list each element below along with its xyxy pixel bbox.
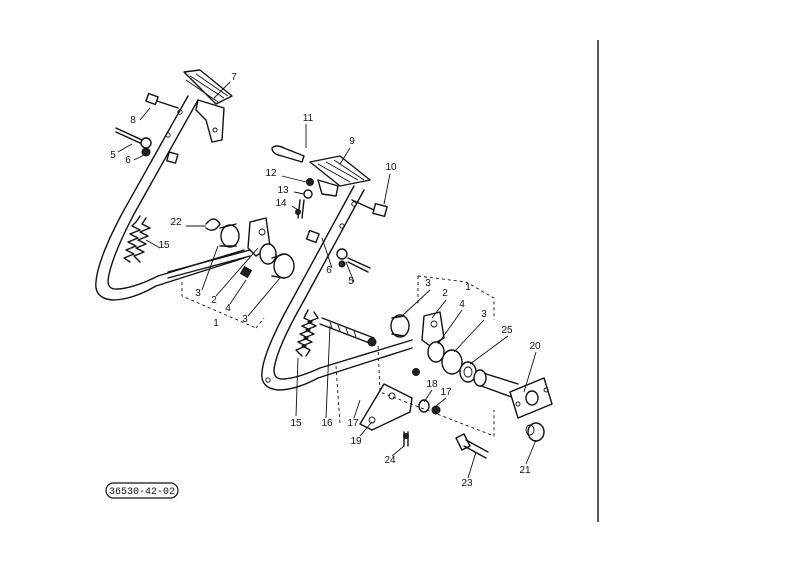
part-label-17: 17: [440, 387, 452, 398]
leader-lines: [117, 81, 537, 479]
part-label-16: 16: [321, 418, 333, 429]
part-label-3: 3: [195, 288, 201, 299]
part-label-5: 5: [110, 150, 116, 161]
part-label-2: 2: [442, 288, 448, 299]
part-label-9: 9: [349, 136, 355, 147]
part-label-19: 19: [350, 436, 362, 447]
part-label-14: 14: [275, 198, 287, 209]
part-label-4: 4: [225, 303, 231, 314]
clip-22: [205, 218, 221, 231]
bolt-10: [351, 199, 388, 218]
right-pedal-assembly: [261, 145, 553, 459]
reference-code-text: 36530-42-02: [109, 487, 175, 498]
part-label-13: 13: [277, 185, 289, 196]
shaft-plate-20: [473, 369, 553, 419]
part-label-6: 6: [125, 155, 131, 166]
part-label-2: 2: [211, 295, 217, 306]
part-label-15: 15: [290, 418, 302, 429]
left-pedal-assembly: [95, 69, 295, 329]
part-label-3: 3: [425, 278, 431, 289]
part-label-25: 25: [501, 325, 513, 336]
part-label-1: 1: [213, 318, 219, 329]
part-label-22: 22: [170, 217, 182, 228]
reference-code-badge: 36530-42-02: [105, 482, 179, 499]
plate-19: [359, 383, 413, 431]
part-label-4: 4: [459, 299, 465, 310]
bolt-23: [455, 433, 489, 459]
left-pedal-arm: [95, 95, 245, 301]
part-label-23: 23: [461, 478, 473, 489]
part-label-15: 15: [158, 240, 170, 251]
part-label-21: 21: [519, 465, 531, 476]
right-pedal-arm: [261, 185, 413, 391]
bolt-8: [145, 92, 179, 109]
lever-11: [271, 145, 305, 163]
part-label-8: 8: [130, 115, 136, 126]
part-label-17: 17: [347, 418, 359, 429]
part-label-10: 10: [385, 162, 397, 173]
part-label-24: 24: [384, 455, 396, 466]
part-label-5: 5: [348, 276, 354, 287]
part-label-12: 12: [265, 168, 277, 179]
bolt-5: [115, 127, 152, 149]
part-label-1: 1: [465, 282, 471, 293]
right-return-spring: [295, 309, 313, 357]
part-label-6: 6: [326, 265, 332, 276]
rod-16: [319, 317, 375, 345]
part-label-20: 20: [529, 341, 541, 352]
left-return-spring: [123, 215, 141, 263]
part-label-7: 7: [231, 72, 237, 83]
part-label-18: 18: [426, 379, 438, 390]
part-label-11: 11: [303, 113, 314, 124]
part-label-3: 3: [481, 309, 487, 320]
part-label-3: 3: [242, 314, 248, 325]
